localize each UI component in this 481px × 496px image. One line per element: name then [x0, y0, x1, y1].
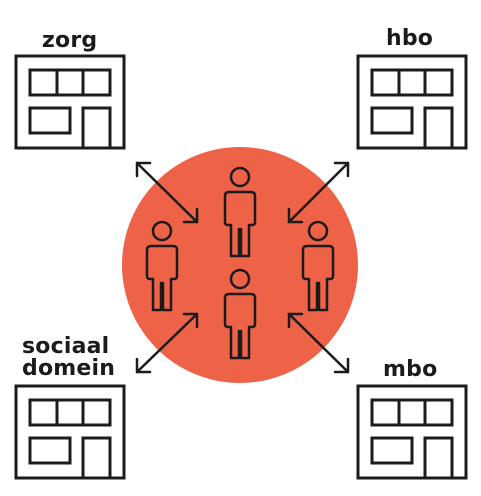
building-icon-mbo: [356, 384, 468, 480]
label-hbo: hbo: [386, 26, 434, 51]
label-zorg: zorg: [42, 28, 98, 53]
double-arrow-icon-top-left: [135, 161, 199, 224]
double-arrow-icon-bottom-left: [135, 312, 199, 374]
double-arrow-icon-bottom-right: [287, 312, 350, 374]
label-sociaal: sociaal: [22, 334, 110, 359]
building-icon-zorg: [14, 54, 126, 150]
label-mbo: mbo: [383, 357, 438, 382]
building-icon-hbo: [356, 54, 468, 150]
label-domein: domein: [22, 356, 116, 381]
building-icon-sociaal-domein: [14, 384, 126, 480]
double-arrow-icon-top-right: [287, 161, 350, 224]
